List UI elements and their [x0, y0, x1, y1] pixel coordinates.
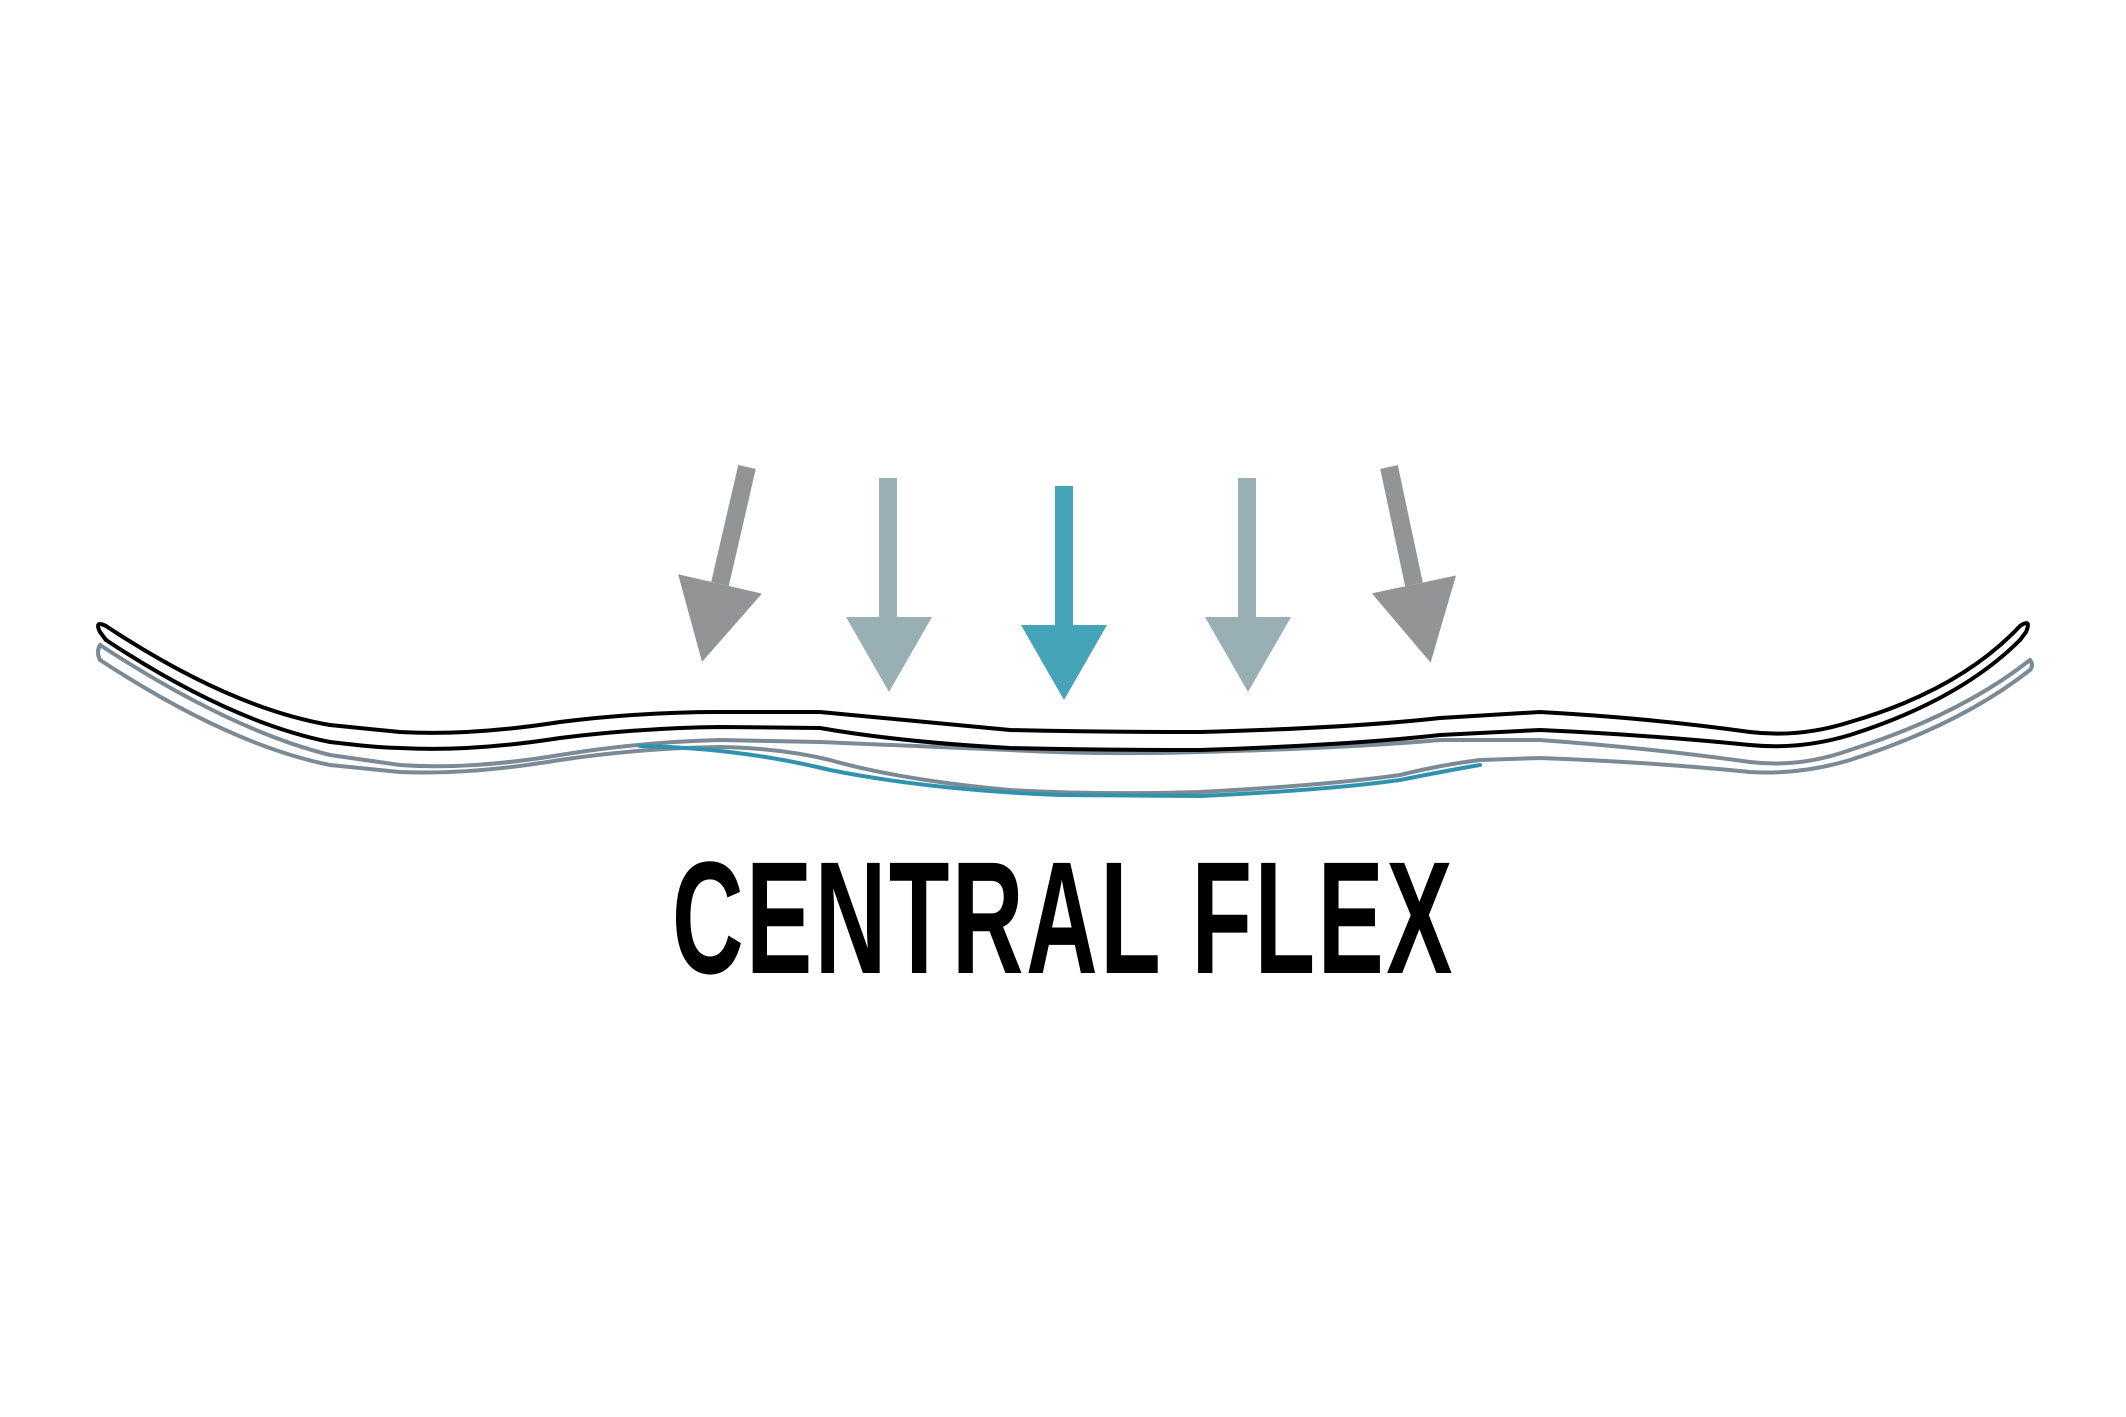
flexed-board-profile	[96, 643, 2034, 798]
caption-text: CENTRAL FLEX	[671, 828, 1455, 1007]
pressure-arrows	[678, 464, 1457, 700]
flexed-board-top-edge	[98, 643, 2032, 769]
diagram-caption: CENTRAL FLEX	[0, 838, 2126, 998]
board-top-edge	[104, 624, 2022, 736]
board-tip-right	[2018, 621, 2030, 642]
board-tip-left	[96, 622, 108, 642]
down-arrow-icon	[1021, 486, 1107, 700]
board-base-edge	[104, 638, 2022, 752]
flexed-board-base-highlight	[638, 744, 1482, 798]
flexed-board-tip-right	[2028, 658, 2034, 672]
down-arrow-icon	[678, 464, 762, 662]
down-arrow-icon	[1205, 478, 1291, 692]
down-arrow-icon	[846, 478, 932, 692]
flexed-board-tip-left	[96, 643, 102, 662]
down-arrow-icon	[1371, 465, 1457, 663]
flexed-board-base-edge	[98, 658, 2032, 796]
board-profile	[96, 621, 2030, 752]
